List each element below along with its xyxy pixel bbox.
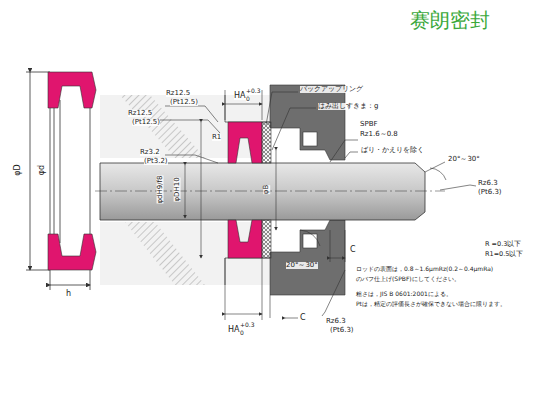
note-label: ロッドの表面は，0.8～1.6μmRz(0.2～0.4μmRa): [356, 266, 493, 272]
dimension-label: φB: [263, 185, 270, 194]
dimension-label: φd: [38, 165, 46, 175]
dimension-label: φDH10: [174, 177, 181, 201]
watermark-label: 赛朗密封: [410, 10, 490, 30]
note-label: 粗さは，JIS B 0601:2001による。: [356, 291, 452, 297]
dimension-label: HA: [228, 326, 240, 334]
dimension-label: φdH9/f8: [157, 175, 164, 203]
roughness-label: Rz1.6～0.8: [360, 131, 398, 138]
note-label: のバフ仕上げ(SPBF)にしてください。: [356, 276, 460, 282]
dimension-label: h: [66, 290, 71, 298]
dimension-label: HA: [234, 92, 246, 100]
dimension-label: φD: [14, 164, 22, 175]
finish-label: SPBF: [360, 121, 378, 128]
dimension-label: C: [350, 246, 356, 254]
roughness-label: Rz6.3: [326, 318, 346, 325]
roughness-label: (Pt6.3): [330, 327, 354, 334]
dimension-label: C: [300, 314, 306, 322]
tolerance-label: 0: [240, 330, 244, 336]
roughness-label: Rz6.3: [478, 180, 498, 187]
roughness-label: (Pt3.2): [144, 158, 168, 165]
radius-label: R1: [212, 134, 221, 141]
note-label: R1=0.5以下: [485, 251, 523, 258]
roughness-label: (Pt12.5): [132, 119, 160, 126]
part-name-label: バックアップリング: [300, 86, 363, 93]
roughness-label: Rz3.2: [140, 149, 160, 156]
angle-label: 20°～30°: [286, 262, 318, 269]
tolerance-label: +0.3: [240, 322, 255, 328]
note-label: はみ出しすきま：g: [318, 103, 378, 110]
roughness-label: (Pt12.5): [170, 99, 198, 106]
note-label: R =0.3以下: [485, 241, 521, 248]
roughness-label: Rz12.5: [128, 110, 152, 117]
angle-label: 20°～30°: [448, 156, 480, 163]
note-label: ばり・かえりを除く: [361, 147, 424, 154]
tolerance-label: 0: [246, 96, 250, 102]
roughness-label: Rz12.5: [166, 90, 190, 97]
note-label: Ptは，精定の評価長さが確保できない場合に限ります。: [356, 301, 506, 307]
tolerance-label: +0.3: [246, 88, 261, 94]
roughness-label: (Pt6.3): [478, 189, 502, 196]
